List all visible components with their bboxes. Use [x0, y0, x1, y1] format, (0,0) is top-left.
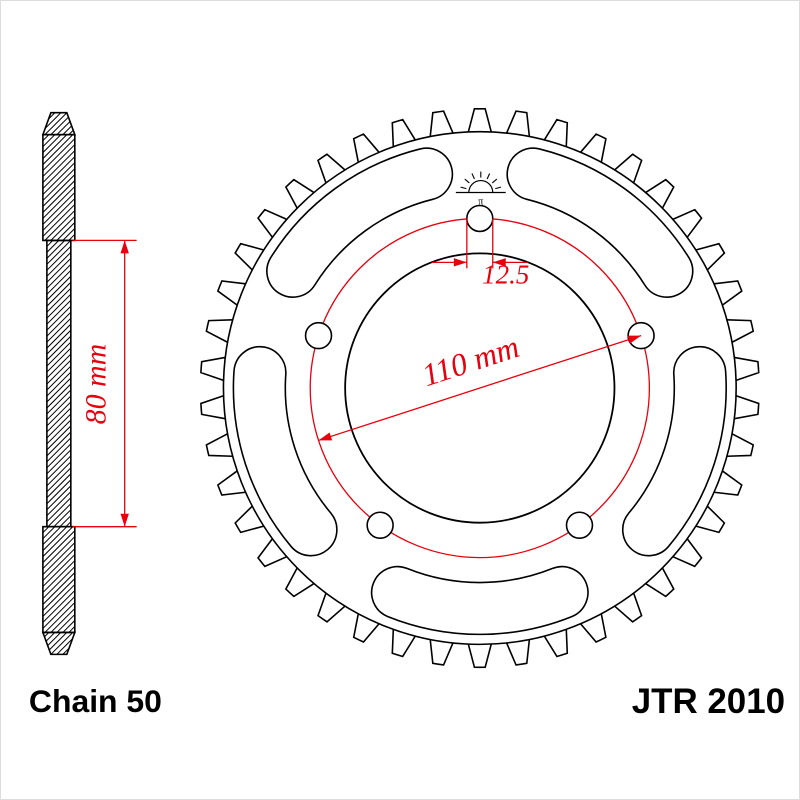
front-view-sprocket: [200, 107, 760, 669]
dim-80mm-label: 80 mm: [80, 344, 113, 425]
side-view-cross-section: [41, 111, 76, 656]
logo-glyph: π: [478, 196, 483, 207]
jt-sun-logo-mark: [455, 171, 506, 194]
dim-110mm-label: 110 mm: [418, 329, 524, 393]
dimension-lines: [72, 218, 642, 528]
model-number-label: JTR 2010: [632, 682, 785, 721]
chain-type-label: Chain 50: [29, 683, 162, 719]
dim-hole-diameter-label: 12.5: [482, 259, 529, 289]
